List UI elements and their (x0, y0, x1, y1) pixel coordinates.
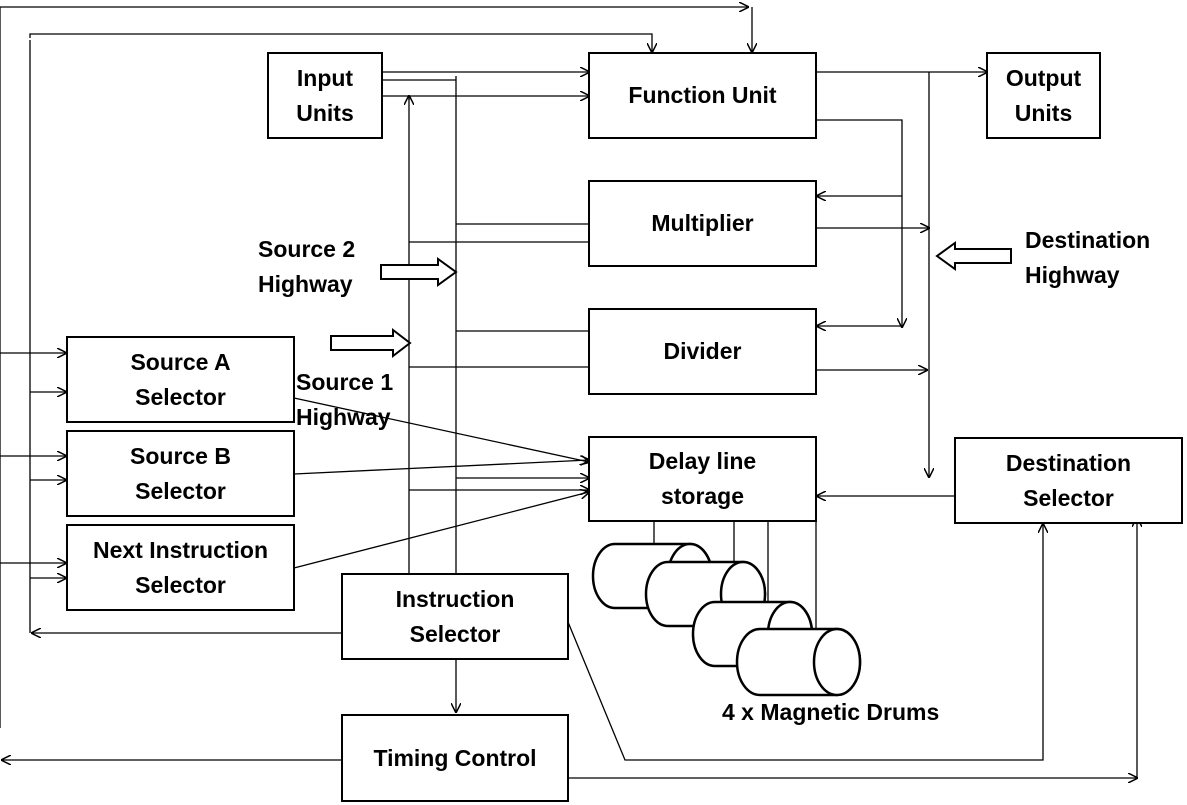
output-units-block: Output Units (986, 52, 1101, 139)
source-a-selector-label: Source A Selector (130, 348, 231, 410)
function-unit-label: Function Unit (628, 82, 777, 108)
function-to-right-bus (815, 119, 902, 327)
frame-inner-top-wire (29, 33, 652, 52)
destination-highway-arrow-icon (935, 241, 1012, 271)
source-b-selector-label: Source B Selector (130, 442, 231, 504)
instruction-selector-block: Instruction Selector (341, 573, 569, 660)
input-units-block: Input Units (267, 52, 383, 139)
frame-top-wire (0, 7, 748, 728)
magnetic-drums-label: 4 x Magnetic Drums (722, 699, 940, 725)
delay-line-storage-label: Delay line storage (648, 448, 757, 509)
destination-highway-label: Destination Highway (1025, 227, 1151, 288)
source-2-highway-label: Source 2 Highway (258, 236, 356, 297)
function-unit-block: Function Unit (588, 52, 817, 139)
next-instruction-selector-label: Next Instruction Selector (92, 536, 269, 598)
source1-highway-arrow-icon (330, 327, 412, 359)
divider-block: Divider (588, 308, 817, 395)
source-1-highway-label: Source 1 Highway (296, 369, 394, 430)
destination-selector-label: Destination Selector (1005, 449, 1132, 511)
source-b-to-delay (293, 460, 589, 475)
source2-highway-arrow-icon (380, 257, 458, 287)
multiplier-block: Multiplier (588, 180, 817, 267)
input-units-label: Input Units (296, 64, 354, 126)
next-instruction-selector-block: Next Instruction Selector (66, 524, 295, 611)
instruction-selector-label: Instruction Selector (395, 585, 515, 647)
timing-control-block: Timing Control (341, 714, 569, 802)
next-to-delay (293, 492, 589, 569)
source-a-to-delay (293, 397, 589, 462)
source-b-selector-block: Source B Selector (66, 430, 295, 517)
delay-line-storage-block: Delay line storage (588, 436, 817, 522)
source-a-selector-block: Source A Selector (66, 336, 295, 423)
multiplier-label: Multiplier (651, 210, 754, 236)
destination-selector-block: Destination Selector (954, 437, 1183, 524)
instr-to-dest-wire (567, 524, 1043, 761)
magnetic-drum-4-icon (735, 627, 862, 697)
output-units-label: Output Units (1005, 64, 1082, 126)
divider-label: Divider (663, 338, 742, 364)
timing-control-label: Timing Control (373, 744, 537, 771)
